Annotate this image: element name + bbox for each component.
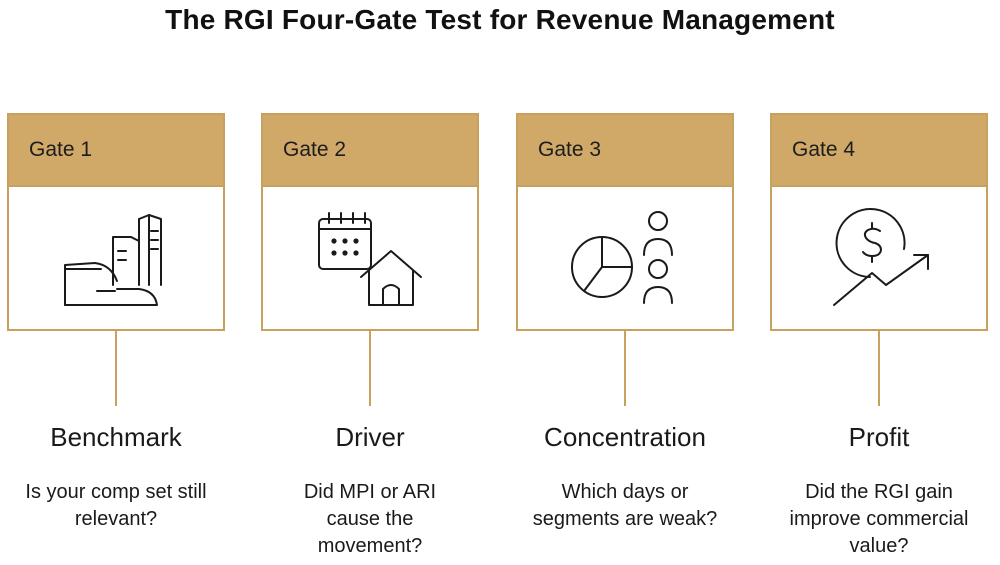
description-line: relevant?	[74, 508, 158, 530]
gate-label: Driver	[335, 422, 405, 452]
gate-2: Gate 2 Driver	[261, 113, 479, 557]
connector-line	[115, 331, 117, 406]
description-line: movement?	[317, 535, 423, 557]
description-line: value?	[849, 535, 909, 557]
gate-icon-area	[9, 187, 223, 331]
gate-header: Gate 4	[772, 115, 986, 187]
gate-3: Gate 3 Concentration Which days or segme…	[516, 113, 734, 530]
diagram-title: The RGI Four-Gate Test for Revenue Manag…	[165, 4, 835, 35]
gate-header: Gate 1	[9, 115, 223, 187]
description-line: Is your comp set still	[25, 481, 207, 503]
gate-label: Benchmark	[50, 422, 182, 452]
gate-description: Is your comp set still relevant?	[0, 479, 265, 533]
gate-label: Concentration	[544, 422, 706, 452]
pie-chart-people-icon	[571, 211, 673, 304]
gate-card: Gate 1	[7, 113, 225, 331]
description-line: Which days or	[561, 481, 689, 503]
dollar-trend-icon	[833, 208, 929, 306]
gate-card: Gate 4	[770, 113, 988, 331]
connector-line	[878, 331, 880, 406]
gate-icon-area	[772, 187, 986, 331]
connector-line	[624, 331, 626, 406]
gate-description: Which days or segments are weak?	[476, 479, 774, 533]
description-line: cause the	[326, 508, 414, 530]
calendar-house-icon	[318, 212, 422, 306]
description-line: Did MPI or ARI	[303, 481, 437, 503]
buildings-icon	[64, 214, 162, 306]
gate-header: Gate 3	[518, 115, 732, 187]
gate-header: Gate 2	[263, 115, 477, 187]
connector-line	[369, 331, 371, 406]
gate-1: Gate 1 Benchmar	[7, 113, 225, 530]
description-line: improve commercial	[789, 508, 969, 530]
gate-icon-area	[263, 187, 477, 331]
description-line: segments are weak?	[532, 508, 718, 530]
gate-card: Gate 3	[516, 113, 734, 331]
gate-description: Did MPI or ARI cause the movement?	[221, 479, 519, 560]
gate-label: Profit	[848, 422, 910, 452]
gate-4: Gate 4 Profit Did the RGI gain improve c…	[770, 113, 988, 557]
description-line: Did the RGI gain	[805, 481, 953, 503]
gate-icon-area	[518, 187, 732, 331]
gate-card: Gate 2	[261, 113, 479, 331]
gate-description: Did the RGI gain improve commercial valu…	[730, 479, 1000, 560]
